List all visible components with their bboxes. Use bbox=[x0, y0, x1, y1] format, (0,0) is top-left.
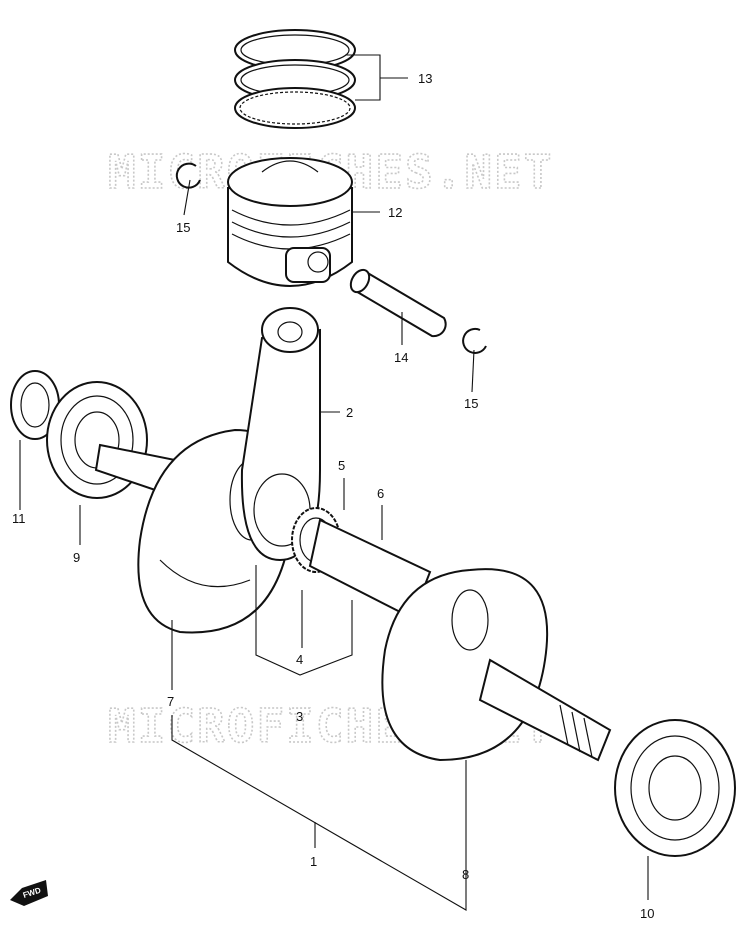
piston bbox=[227, 157, 353, 287]
callout-10: 10 bbox=[640, 906, 654, 921]
callout-15-right: 15 bbox=[464, 396, 478, 411]
callout-11: 11 bbox=[12, 511, 26, 526]
circlip-right bbox=[462, 327, 487, 354]
callout-9: 9 bbox=[73, 550, 80, 565]
connecting-rod bbox=[240, 307, 321, 562]
fwd-arrow-icon: FWD bbox=[10, 880, 48, 906]
piston-pin bbox=[349, 268, 447, 338]
callout-12: 12 bbox=[388, 205, 402, 220]
callout-14: 14 bbox=[394, 350, 408, 365]
leader-lines bbox=[19, 54, 649, 911]
callout-7: 7 bbox=[167, 694, 174, 709]
right-bearing bbox=[614, 719, 736, 857]
circlip-left bbox=[175, 162, 201, 189]
right-shaft bbox=[478, 658, 612, 762]
callout-6: 6 bbox=[377, 486, 384, 501]
callout-13: 13 bbox=[418, 71, 432, 86]
piston-rings bbox=[234, 29, 356, 129]
callout-8: 8 bbox=[462, 867, 469, 882]
callout-3: 3 bbox=[296, 709, 303, 724]
callout-1: 1 bbox=[310, 854, 317, 869]
callout-2: 2 bbox=[346, 405, 353, 420]
callout-15-left: 15 bbox=[176, 220, 190, 235]
callout-5: 5 bbox=[338, 458, 345, 473]
callout-4: 4 bbox=[296, 652, 303, 667]
